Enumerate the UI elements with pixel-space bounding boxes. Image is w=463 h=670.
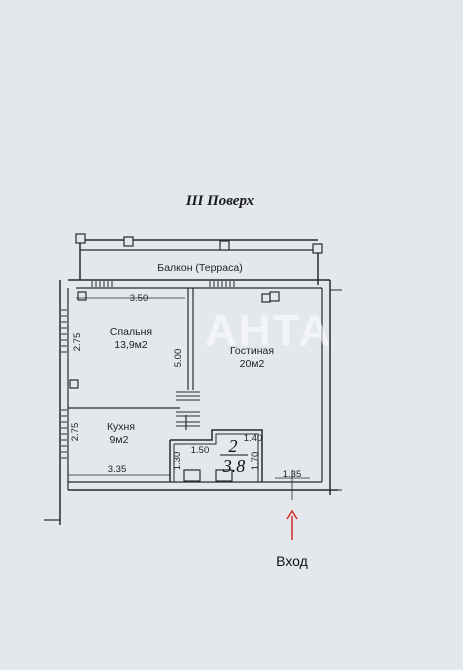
window-top-living [209,281,235,287]
dim-left-bedroom: 2.75 [72,333,83,352]
post-8 [269,291,280,302]
post-6 [69,379,79,389]
bath-number: 2 [229,436,238,456]
dim-bottom-kitchen: 3.35 [108,464,127,475]
living-area: 20м2 [240,358,265,370]
dim-partition: 5.00 [173,349,184,368]
bathroom-fixture-1 [183,469,201,482]
bathroom-fixture-2 [215,469,233,482]
living-name: Гостиная [230,345,274,357]
scan-shade [0,0,463,40]
bathroom-outline [170,429,263,482]
dim-bath-left: 1.30 [172,452,183,471]
balcony-label: Балкон (Терраса) [157,262,242,274]
post-1 [75,233,86,244]
dim-bath-top: 1.40 [244,433,263,444]
post-3 [219,240,230,251]
kitchen-area: 9м2 [110,434,129,446]
floor-title: III Поверх [185,193,255,209]
entrance-arrow-icon [286,509,298,540]
post-5 [77,291,87,301]
window-top-bedroom [91,281,113,287]
dim-bath-width: 1.50 [191,445,210,456]
bedroom-area: 13,9м2 [114,339,148,351]
bathroom-outline-inner [174,433,259,482]
window-left-bedroom [61,309,67,353]
entrance-label: Вход [276,553,308,569]
dim-left-kitchen: 2.75 [70,423,81,442]
door-ticks [176,391,200,427]
dim-entrance: 1.35 [283,469,302,480]
dim-bath-right: 1.70 [250,452,261,471]
bath-area: 3.8 [222,456,246,476]
post-4 [312,243,323,254]
bedroom-name: Спальня [110,326,152,338]
post-7 [261,293,271,303]
walls [44,233,342,525]
dim-top-bedroom: 3.50 [130,293,149,304]
kitchen-name: Кухня [107,421,135,433]
post-2 [123,236,134,247]
watermark: АНТА [205,306,332,355]
window-left-kitchen [61,409,67,459]
